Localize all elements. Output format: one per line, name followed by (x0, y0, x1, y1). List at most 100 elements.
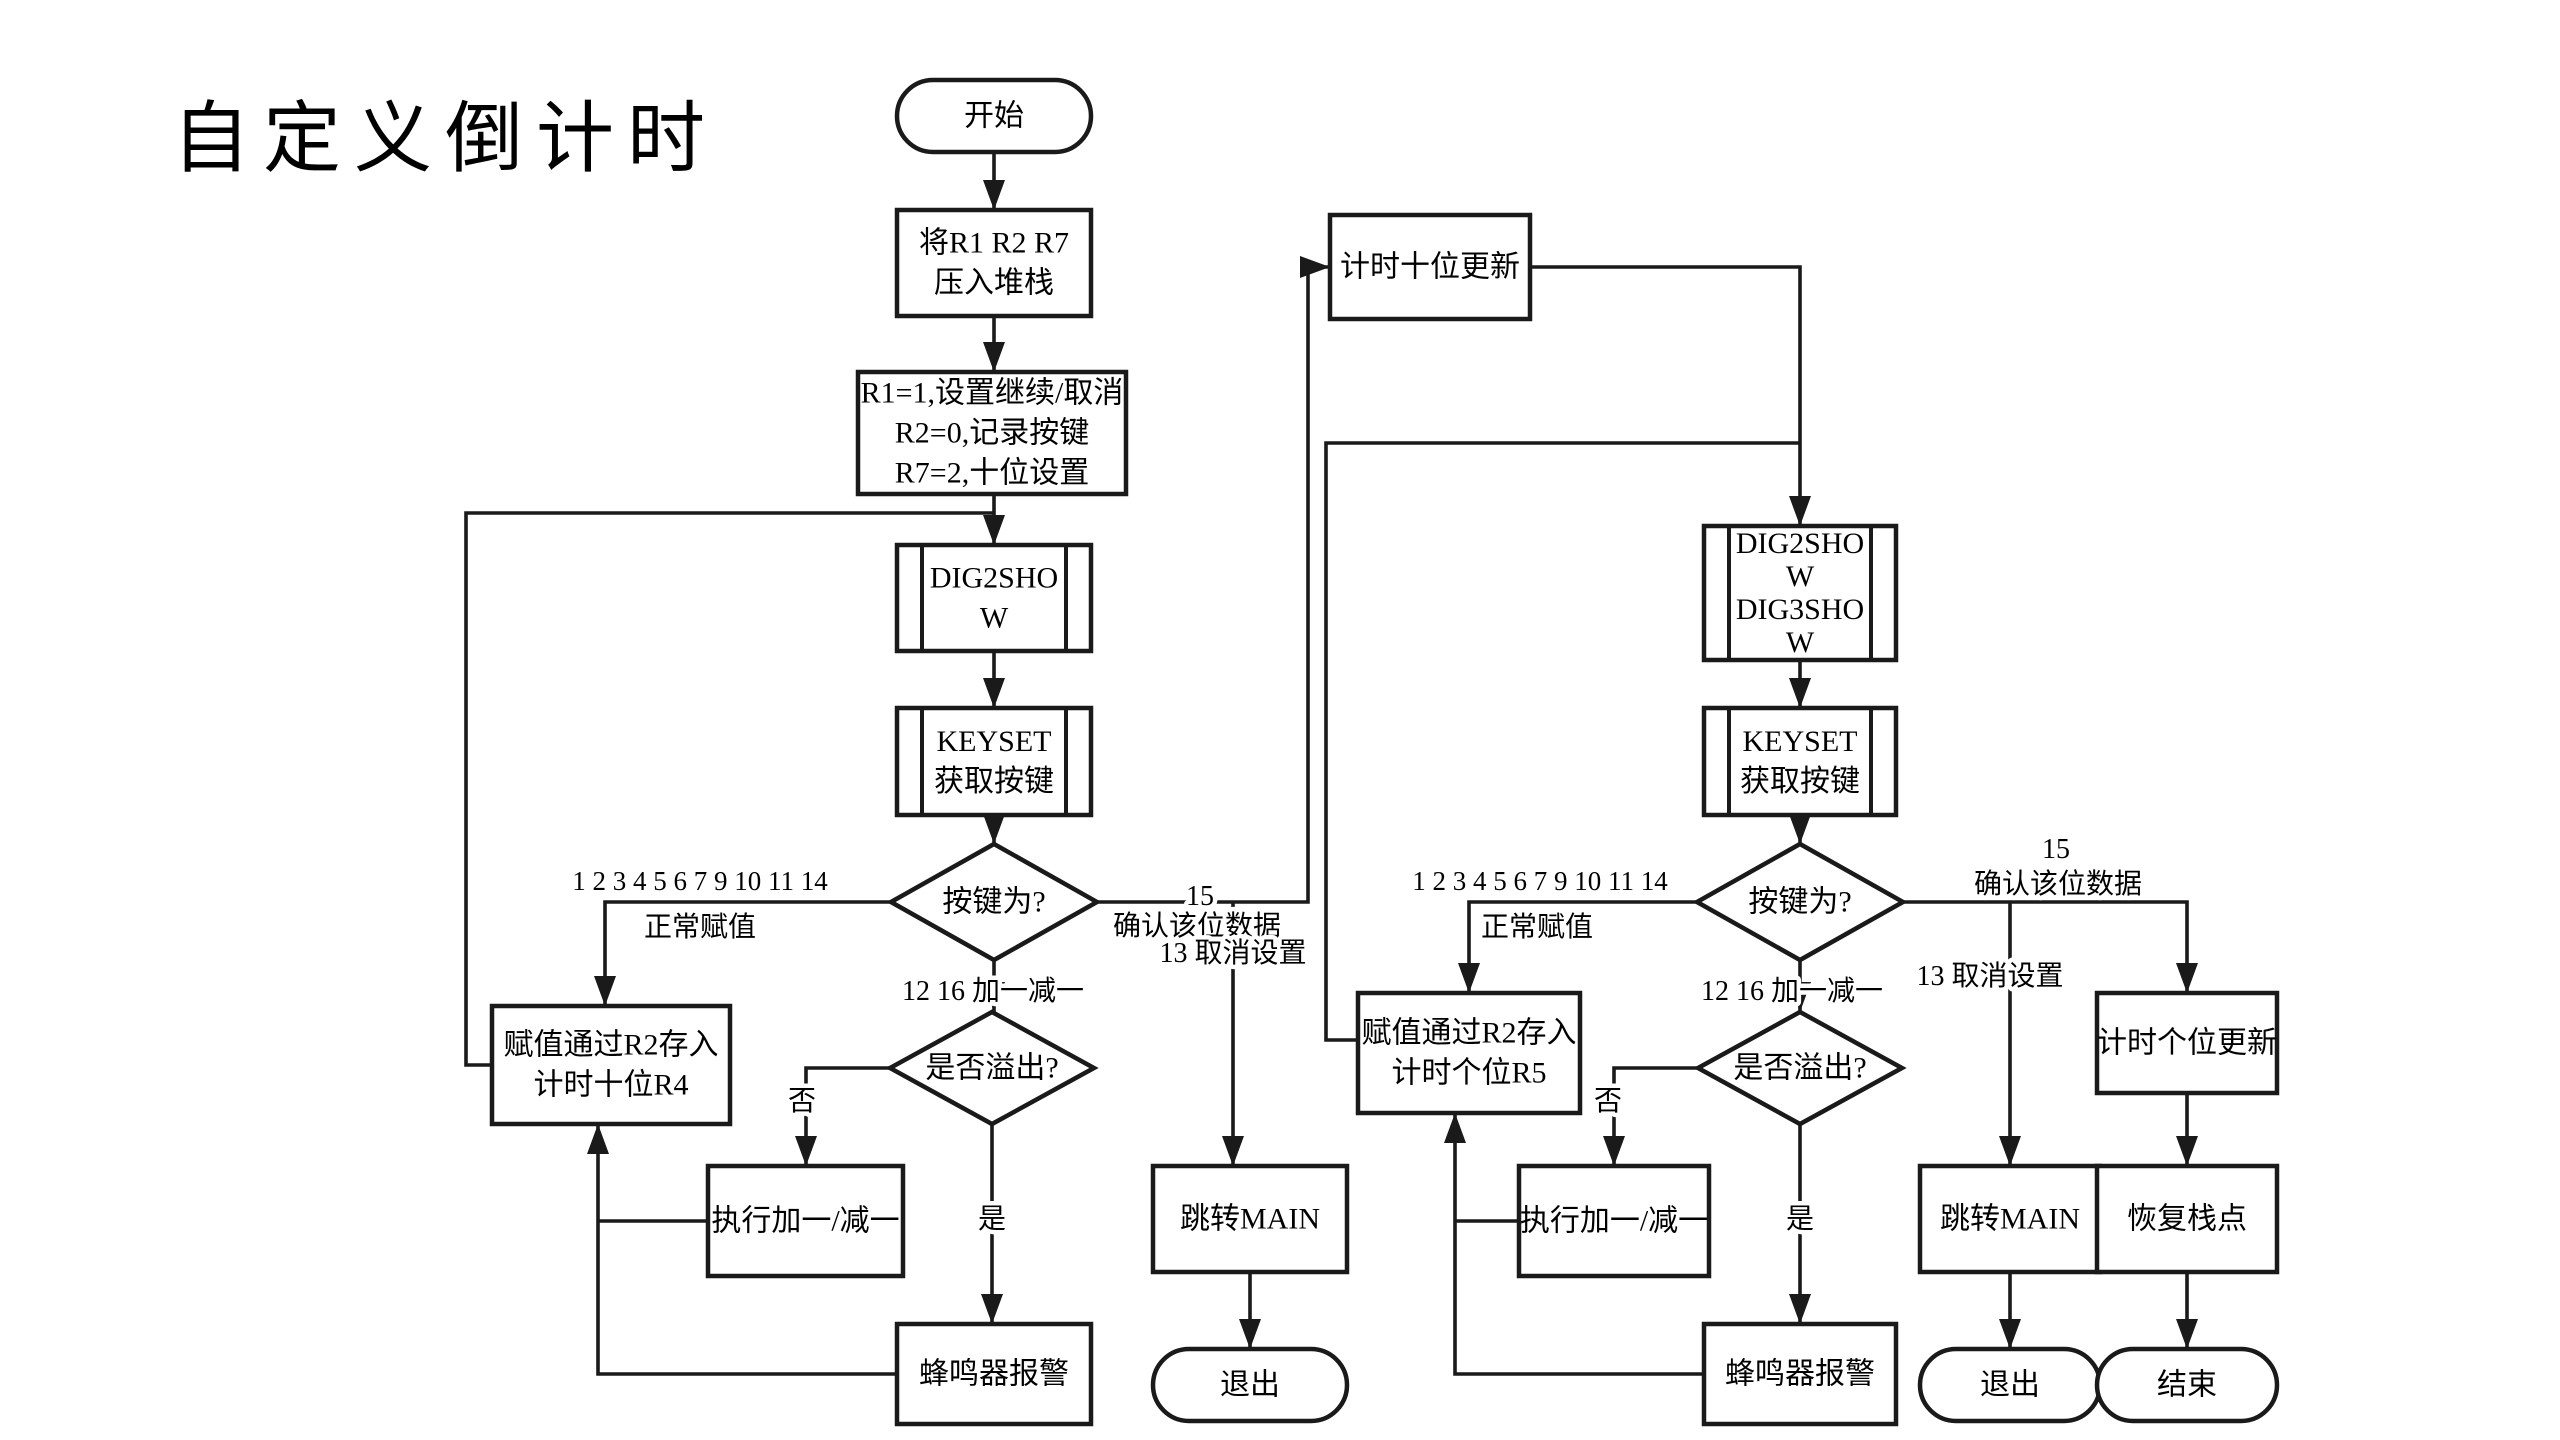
node-key-decision-left: 按键为? (886, 841, 1102, 963)
init-registers-shape (855, 369, 1129, 497)
buzzer-left-text-0: 蜂鸣器报警 (919, 1358, 1069, 1391)
push-stack-text-0: 将R1 R2 R7 (919, 227, 1069, 260)
label-key15-right: 15 (2042, 834, 2070, 865)
edge-tens-update-to-dig23 (1530, 265, 1802, 526)
label-yes-right: 是 (1786, 1204, 1814, 1235)
node-start: 开始 (894, 77, 1094, 155)
exec-incdec-left-text-0: 执行加一/减一 (711, 1205, 899, 1238)
arrowhead-key13-down-to-main-left (1222, 1136, 1244, 1166)
buzzer-left-shape (894, 1321, 1094, 1427)
arrowhead-dig23-to-keyset-right (1789, 678, 1811, 708)
dig2show-text-0: DIG2SHO (930, 562, 1058, 595)
key-decision-left-shape (886, 841, 1102, 963)
label-normal-value-right: 正常赋值 (1481, 911, 1593, 943)
edge-normal-assign-right (1467, 900, 1697, 993)
exit-left-text-0: 退出 (1220, 1369, 1280, 1402)
node-exit-right: 退出 (1917, 1346, 2103, 1424)
arrowhead-main-to-exit-right (1999, 1319, 2021, 1349)
arrowhead-restore-to-end (2176, 1319, 2198, 1349)
keyset-left-text-1: 获取按键 (934, 765, 1054, 798)
label-confirm-left: 确认该位数据 (1113, 910, 1281, 942)
dig23show-text-3: W (1786, 626, 1815, 659)
keyset-left-text-0: KEYSET (937, 725, 1052, 758)
init-registers-text-0: R1=1,设置继续/取消 (861, 377, 1124, 410)
overflow-left-shape (885, 1009, 1099, 1127)
arrowhead-push-to-init (983, 342, 1005, 372)
label-cancel-left: 13 取消设置 (1159, 937, 1306, 969)
key-decision-right-text-0: 按键为? (1748, 886, 1851, 919)
arrowhead-buzzer-loop-left (587, 1124, 609, 1154)
label-confirm-right: 确认该位数据 (1974, 868, 2142, 900)
node-jump-main-right: 跳转MAIN (1917, 1163, 2103, 1275)
dig23show-text-0: DIG2SHO (1736, 527, 1864, 560)
arrowhead-key15-up-to-tens-update (1300, 256, 1330, 278)
restore-stack-text-0: 恢复栈点 (2127, 1203, 2247, 1236)
restore-stack-shape (2094, 1163, 2280, 1275)
edge-assign-r5-loopback (1324, 441, 1800, 1042)
node-key-decision-right: 按键为? (1692, 841, 1908, 963)
edge-overflow-no-right (1612, 1066, 1698, 1166)
exec-incdec-right-shape (1516, 1163, 1712, 1279)
edge-key15-up-to-tens-update (1097, 265, 1330, 904)
push-stack-shape (894, 207, 1094, 319)
init-registers-text-1: R2=0,记录按键 (895, 417, 1089, 450)
tens-update-text-0: 计时十位更新 (1340, 251, 1520, 284)
end-shape (2094, 1346, 2280, 1424)
label-keys-normal-left: 1 2 3 4 5 6 7 9 10 11 14 (572, 866, 828, 896)
keyset-left-shape (894, 705, 1094, 818)
start-shape (894, 77, 1094, 155)
node-exec-incdec-right: 执行加一/减一 (1516, 1163, 1712, 1279)
arrowhead-overflow-no-right (1603, 1136, 1625, 1166)
overflow-right-text-0: 是否溢出? (1733, 1052, 1866, 1085)
node-end: 结束 (2094, 1346, 2280, 1424)
arrowhead-keyset-to-decision-right (1789, 814, 1811, 844)
init-registers-text-2: R7=2,十位设置 (895, 457, 1089, 490)
node-buzzer-right: 蜂鸣器报警 (1701, 1321, 1899, 1427)
label-normal-value-left: 正常赋值 (644, 911, 756, 943)
arrowhead-overflow-yes-right (1789, 1294, 1811, 1324)
buzzer-right-shape (1701, 1321, 1899, 1427)
label-key15-left: 15 (1186, 881, 1214, 912)
keyset-right-shape (1701, 705, 1899, 818)
node-keyset-left: KEYSET 获取按键 (894, 705, 1094, 818)
jump-main-left-text-0: 跳转MAIN (1180, 1203, 1320, 1236)
arrowhead-overflow-yes-left (981, 1294, 1003, 1324)
arrowhead-decision-to-overflow-right (1789, 982, 1811, 1012)
label-no-right: 否 (1594, 1086, 1622, 1117)
assign-r5-text-1: 计时个位R5 (1391, 1057, 1546, 1090)
end-text-0: 结束 (2157, 1369, 2217, 1402)
edge-buzzer-loop-right (1453, 1113, 1704, 1376)
exit-left-shape (1150, 1346, 1350, 1424)
node-units-update: 计时个位更新 (2094, 990, 2280, 1096)
units-update-shape (2094, 990, 2280, 1096)
buzzer-right-text-0: 蜂鸣器报警 (1725, 1358, 1875, 1391)
arrowhead-overflow-no-left (795, 1136, 817, 1166)
assign-r5-text-0: 赋值通过R2存入 (1361, 1017, 1576, 1050)
node-overflow-right: 是否溢出? (1693, 1009, 1907, 1127)
edge-buzzer-loop-left (596, 1124, 897, 1376)
label-keys-incdec-left: 12 16 加一减一 (902, 975, 1084, 1007)
units-update-text-0: 计时个位更新 (2097, 1027, 2277, 1060)
tens-update-shape (1327, 212, 1533, 322)
arrowhead-keyset-to-decision (983, 814, 1005, 844)
arrowhead-normal-assign-right (1458, 963, 1480, 993)
jump-main-right-shape (1917, 1163, 2103, 1275)
arrowhead-tens-update-to-dig23 (1789, 496, 1811, 526)
page-title: 自定义倒计时 (172, 94, 718, 182)
node-jump-main-left: 跳转MAIN (1150, 1163, 1350, 1275)
arrowhead-main-to-exit-left (1239, 1319, 1261, 1349)
edge-key15-to-units-update (1903, 900, 2189, 993)
dig23show-text-2: DIG3SHO (1736, 593, 1864, 626)
label-no-left: 否 (788, 1086, 816, 1117)
edge-assign-r4-loopback (464, 511, 994, 1067)
edge-overflow-no-left (804, 1066, 890, 1166)
assign-r5-shape (1355, 990, 1583, 1116)
